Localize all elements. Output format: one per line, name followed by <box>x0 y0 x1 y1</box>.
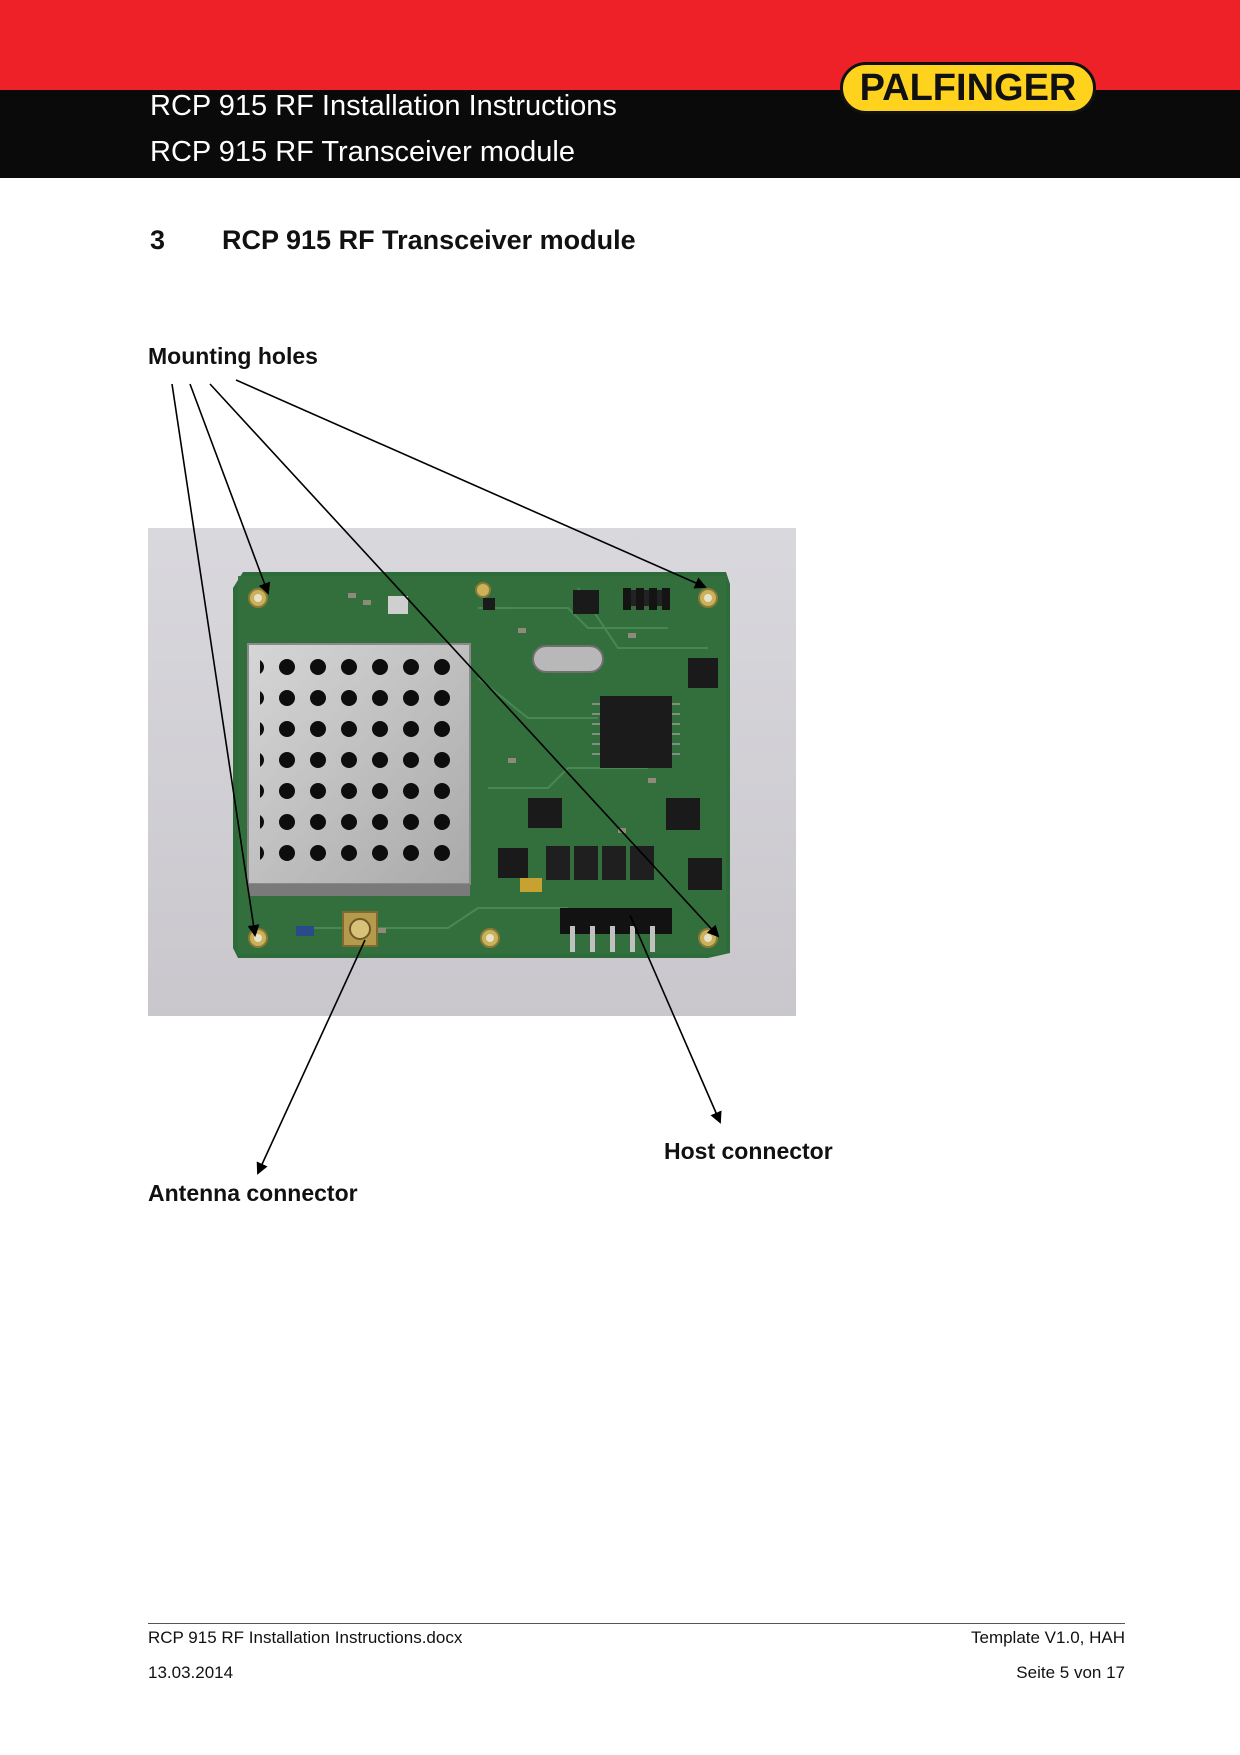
footer-divider <box>148 1623 1125 1624</box>
arrow-antenna <box>256 939 366 1175</box>
section-number: 3 <box>150 225 166 255</box>
arrow-hole-top-left <box>189 383 271 595</box>
footer-template: Template V1.0, HAH <box>970 1628 1125 1647</box>
footer-filename: RCP 915 RF Installation Instructions.doc… <box>148 1628 463 1647</box>
palfinger-logo: PALFINGER <box>840 62 1096 114</box>
arrow-host <box>629 914 722 1124</box>
module-photo <box>148 528 796 1016</box>
label-antenna-connector: Antenna connector <box>148 1180 358 1206</box>
label-host-connector: Host connector <box>664 1138 833 1164</box>
footer-date: 13.03.2014 <box>148 1663 234 1682</box>
logo-text: PALFINGER <box>859 66 1077 109</box>
footer-page-number: Seite 5 von 17 <box>1016 1663 1125 1682</box>
header-section-title: RCP 915 RF Transceiver module <box>150 136 575 168</box>
header-doc-title: RCP 915 RF Installation Instructions <box>150 90 617 122</box>
section-title: RCP 915 RF Transceiver module <box>222 225 636 255</box>
arrow-hole-bottom-right <box>209 383 720 938</box>
arrow-hole-bottom-left <box>171 383 260 937</box>
label-mounting-holes: Mounting holes <box>148 343 318 369</box>
arrow-hole-top-right <box>235 379 707 589</box>
